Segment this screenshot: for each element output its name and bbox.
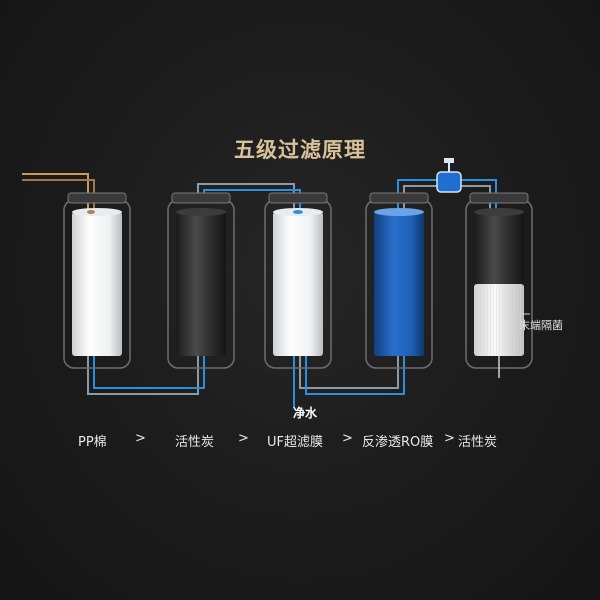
housing-caps [67, 192, 529, 204]
cartridge-3-uf-membrane [273, 208, 323, 356]
pipe-3-to-4 [299, 350, 399, 389]
outlet-label: 净水 [293, 406, 318, 420]
stage-label-5: 活性炭 [458, 435, 498, 450]
cartridge-2-activated-carbon [176, 208, 226, 356]
pipe-4-to-tank-2 [403, 185, 440, 214]
pipe-3-to-4-inner [305, 350, 405, 395]
cartridge-1-pp-cotton [72, 208, 122, 356]
end-sterilization-label: 末端隔菌 [519, 319, 563, 332]
diagram-title: 五级过滤原理 [234, 138, 366, 162]
cartridge-5-carbon-sterilizer [474, 208, 524, 378]
stage-separator-3: > [342, 431, 353, 446]
stage-separator-4: > [444, 431, 455, 446]
stage-labels: PP棉 > 活性炭 > UF超滤膜 > 反渗透RO膜 > 活性炭 [0, 431, 600, 455]
stage-separator-2: > [238, 431, 249, 446]
stage-separator-1: > [135, 431, 146, 446]
pressure-tank [436, 158, 462, 193]
stage-label-2: 活性炭 [175, 435, 215, 450]
stage-label-1: PP棉 [78, 435, 107, 450]
stage-label-4: 反渗透RO膜 [362, 435, 434, 450]
stage-label-3: UF超滤膜 [267, 435, 323, 450]
cartridge-4-ro-membrane [374, 208, 424, 356]
pipe-tank-to-5-2 [458, 185, 491, 214]
